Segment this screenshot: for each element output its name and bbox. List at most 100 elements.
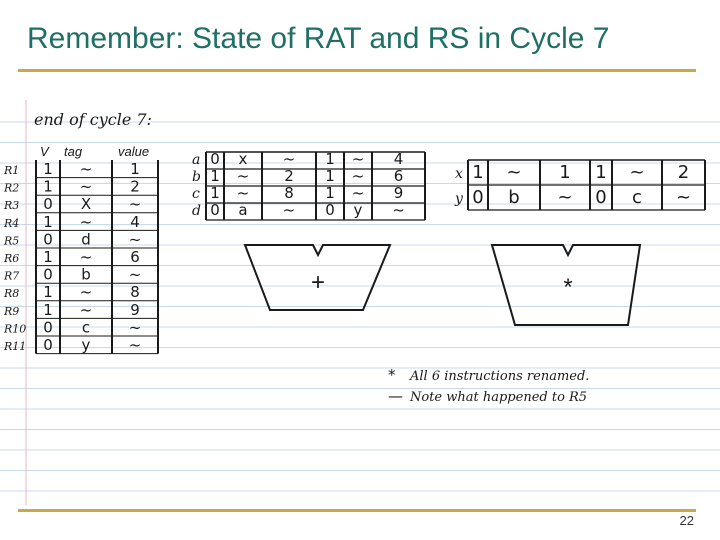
remarks-list: * All 6 instructions renamed. — Note what h… [388, 366, 589, 405]
rat-valid-bit: 0 [43, 195, 53, 213]
rat-register-name: R4 [3, 217, 19, 230]
rs-adder-cell: 8 [284, 184, 294, 202]
rs-mult-cell: ~ [506, 162, 521, 183]
rat-row: R8 1 ~8 [3, 283, 158, 302]
rs-adder-cell: ~ [237, 167, 250, 185]
rat-value: 8 [130, 283, 140, 301]
adder-unit-shape [243, 244, 392, 311]
rat-value: 4 [130, 213, 140, 231]
rat-register-name: R10 [3, 322, 26, 335]
rat-col-v: V [40, 144, 50, 159]
rs-mult-cell: b [508, 187, 519, 208]
rat-value: ~ [129, 318, 142, 336]
rat-grid-lines [35, 160, 159, 354]
remark-item: * All 6 instructions renamed. [388, 366, 589, 384]
rs-adder-cell: 4 [394, 150, 404, 168]
rat-valid-bit: 1 [43, 213, 53, 231]
rat-tag: y [82, 336, 91, 354]
rs-mult-cell: c [632, 187, 642, 208]
footer-rule [18, 509, 696, 512]
rat-register-name: R1 [3, 164, 19, 177]
rs-adder-cell: 1 [210, 184, 220, 202]
rs-mult-cell: ~ [629, 162, 644, 183]
rs-adder-cell: ~ [352, 150, 365, 168]
rs-adder-cell: 0 [210, 150, 220, 168]
rs-mult-entry-name: x [455, 166, 463, 182]
rs-mult-cell: 1 [472, 162, 483, 183]
rat-register-name: R6 [3, 252, 19, 265]
rat-tag: ~ [80, 213, 93, 231]
remark-text: Note what happened to R5 [409, 390, 587, 405]
remark-text: All 6 instructions renamed. [409, 369, 589, 384]
rat-valid-bit: 1 [43, 283, 53, 301]
title-underline [18, 69, 696, 72]
multiplier-unit-shape [490, 244, 642, 326]
rat-valid-bit: 1 [43, 160, 53, 178]
remark-item: — Note what happened to R5 [388, 387, 587, 405]
rs-adder-cell: 1 [325, 150, 335, 168]
rat-value: 6 [130, 248, 140, 266]
slide-title: Remember: State of RAT and RS in Cycle 7 [27, 22, 610, 55]
page-number: 22 [679, 513, 694, 528]
rat-tag: c [82, 318, 90, 336]
rs-adder-cell: 0 [325, 201, 335, 219]
rat-tag: ~ [80, 178, 93, 196]
rat-value: 9 [130, 301, 140, 319]
rs-adder-cell: 0 [210, 201, 220, 219]
rs-adder-entry-name: d [192, 203, 201, 219]
multiplier-symbol: * [563, 274, 572, 301]
rs-adder-cell: a [238, 201, 247, 219]
rat-col-value: value [118, 144, 149, 159]
rs-adder-cell: ~ [283, 150, 296, 168]
rs-adder-cell: 1 [325, 184, 335, 202]
rat-row: R1 1 ~1 [3, 160, 158, 179]
rs-adder-cell: 2 [284, 167, 294, 185]
rat-tag: d [81, 230, 91, 248]
rat-register-name: R9 [3, 305, 19, 318]
rs-mult-cell: 1 [595, 162, 606, 183]
remark-bullet: — [388, 387, 403, 405]
rs-mult-cell: ~ [557, 187, 572, 208]
notes-heading: end of cycle 7: [34, 110, 152, 129]
rat-register-name: R7 [3, 270, 19, 283]
rat-value: ~ [129, 266, 142, 284]
rs-adder-cell: ~ [352, 167, 365, 185]
rat-valid-bit: 1 [43, 248, 53, 266]
rs-adder-cell: 1 [325, 167, 335, 185]
rat-register-name: R5 [3, 234, 19, 247]
rs-adder-cell: ~ [283, 201, 296, 219]
ruled-paper-lines [0, 121, 720, 492]
rs-adder-entry-name: a [192, 152, 200, 168]
rat-value: ~ [129, 195, 142, 213]
rat-col-tag: tag [64, 144, 83, 159]
rat-value: 1 [130, 160, 140, 178]
rs-adder-cell: 9 [394, 184, 404, 202]
rat-register-name: R8 [3, 287, 19, 300]
rat-tag: ~ [80, 283, 93, 301]
rs-adder-entry-name: b [192, 169, 201, 185]
rat-valid-bit: 0 [43, 230, 53, 248]
rat-tag: ~ [80, 160, 93, 178]
rat-valid-bit: 1 [43, 178, 53, 196]
rs-adder-cell: ~ [392, 201, 405, 219]
remark-bullet: * [388, 366, 396, 384]
rat-register-name: R2 [3, 182, 19, 195]
adder-symbol: + [311, 269, 325, 296]
rs-mult-cell: 0 [472, 187, 483, 208]
rs-adder-cell: 6 [394, 167, 404, 185]
rs-adder-cell: y [354, 201, 363, 219]
